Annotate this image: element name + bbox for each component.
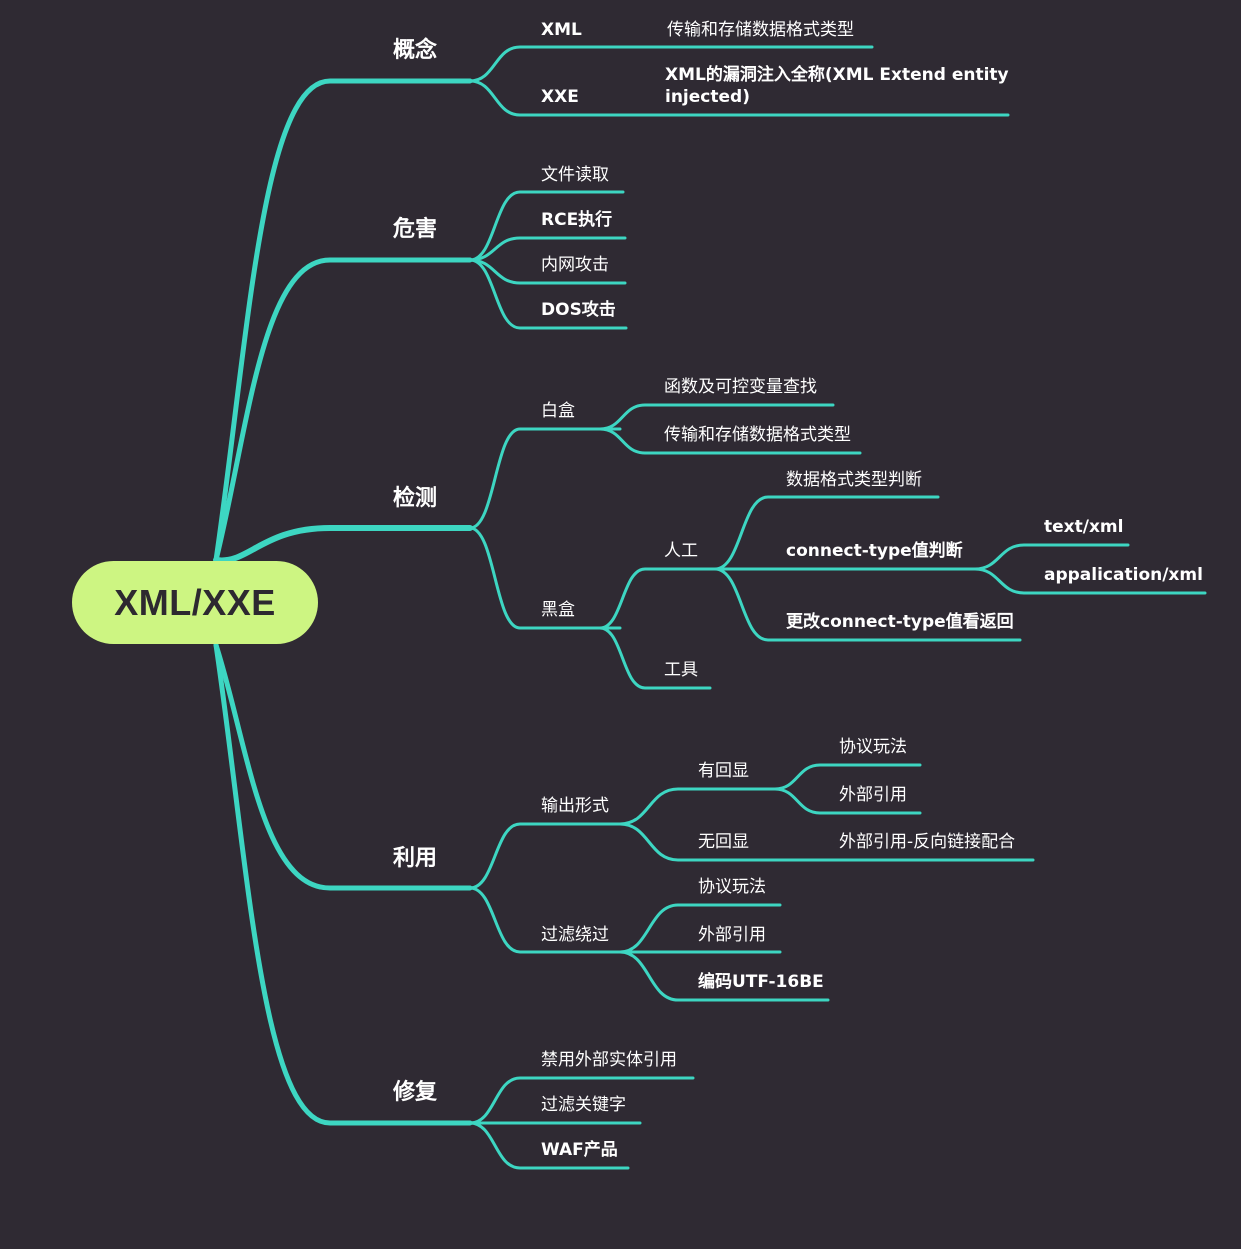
edge-line <box>973 567 1207 595</box>
node-bypass-item[interactable]: 编码UTF-16BE <box>698 972 824 992</box>
node-fix-item[interactable]: WAF产品 <box>541 1140 618 1160</box>
edge-line <box>773 763 922 791</box>
edge-line <box>973 543 1130 571</box>
node-content-type-item[interactable]: appalication/xml <box>1044 565 1203 585</box>
edge-line <box>468 822 624 890</box>
edge-line <box>468 236 627 262</box>
edge-line <box>213 642 473 891</box>
edge-line <box>713 567 1022 642</box>
edge-line <box>598 427 862 455</box>
node-format-check[interactable]: 数据格式类型判断 <box>786 470 922 490</box>
node-bypass-item[interactable]: 外部引用 <box>698 925 766 945</box>
node-modify[interactable]: 更改connect-type值看返回 <box>786 612 1014 632</box>
edge-line <box>618 950 830 1002</box>
edge-line <box>598 567 722 630</box>
node-echo-item[interactable]: 协议玩法 <box>839 737 907 757</box>
node-output[interactable]: 输出形式 <box>541 796 609 816</box>
branch-fix[interactable]: 修复 <box>393 1080 438 1105</box>
node-harm-item[interactable]: 内网攻击 <box>541 255 609 275</box>
node-whitebox-item[interactable]: 传输和存储数据格式类型 <box>664 425 851 445</box>
node-whitebox-item[interactable]: 函数及可控变量查找 <box>664 377 817 397</box>
node-harm-item[interactable]: DOS攻击 <box>541 300 616 320</box>
node-tools[interactable]: 工具 <box>664 660 698 680</box>
edge-line <box>468 79 1010 117</box>
branch-exploit[interactable]: 利用 <box>393 846 438 871</box>
edge-line <box>213 78 473 563</box>
edge-line <box>618 903 782 954</box>
branch-concept[interactable]: 概念 <box>393 38 438 63</box>
edge-line <box>598 403 835 431</box>
node-no-echo[interactable]: 无回显 <box>698 832 749 852</box>
edge-line <box>773 787 922 815</box>
node-bypass-item[interactable]: 协议玩法 <box>698 877 766 897</box>
branch-harm[interactable]: 危害 <box>393 217 438 242</box>
node-bypass[interactable]: 过滤绕过 <box>541 925 609 945</box>
node-xml-desc[interactable]: 传输和存储数据格式类型 <box>667 20 854 40</box>
node-xxe-desc[interactable]: XML的漏洞注入全称(XML Extend entity injected) <box>665 65 1009 107</box>
edge-line <box>618 787 780 826</box>
edge-line <box>618 822 1035 862</box>
node-echo[interactable]: 有回显 <box>698 761 749 781</box>
node-harm-item[interactable]: RCE执行 <box>541 210 613 230</box>
edge-line <box>713 495 940 571</box>
edge-line <box>468 1121 630 1170</box>
node-content-type[interactable]: connect-type值判断 <box>786 541 963 561</box>
node-manual[interactable]: 人工 <box>664 541 698 561</box>
edge-line <box>468 1076 695 1125</box>
edge-line <box>468 258 628 330</box>
node-fix-item[interactable]: 禁用外部实体引用 <box>541 1050 677 1070</box>
node-content-type-item[interactable]: text/xml <box>1044 517 1124 537</box>
edge-line <box>213 525 473 564</box>
edge-line <box>213 257 473 563</box>
node-blackbox[interactable]: 黑盒 <box>541 600 575 620</box>
node-no-echo-item[interactable]: 外部引用-反向链接配合 <box>839 832 1016 852</box>
root-node[interactable]: XML/XXE <box>72 561 318 644</box>
edge-line <box>468 427 622 530</box>
edge-line <box>598 626 712 690</box>
node-fix-item[interactable]: 过滤关键字 <box>541 1095 626 1115</box>
node-xxe[interactable]: XXE <box>541 87 579 107</box>
edge-line <box>468 190 625 262</box>
node-harm-item[interactable]: 文件读取 <box>541 165 609 185</box>
node-xml[interactable]: XML <box>541 20 582 40</box>
branch-detect[interactable]: 检测 <box>393 486 438 511</box>
node-echo-item[interactable]: 外部引用 <box>839 785 907 805</box>
edge-line <box>468 886 624 954</box>
edge-line <box>468 45 874 83</box>
edge-line <box>468 526 622 630</box>
node-whitebox[interactable]: 白盒 <box>541 401 575 421</box>
edge-line <box>213 642 473 1126</box>
